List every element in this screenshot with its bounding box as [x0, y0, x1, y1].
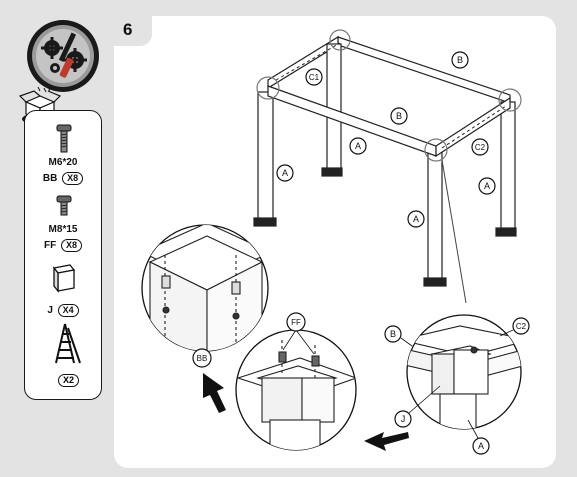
part-bb-label: BB X8: [24, 172, 102, 185]
step-number: 6: [123, 20, 133, 39]
callout-b-detail: B: [390, 329, 396, 339]
part-ff-size: M8*15: [48, 224, 78, 235]
callout-b-front: B: [396, 111, 402, 121]
arrow-up-left-icon: [203, 373, 226, 413]
part-ff-quantity: X8: [60, 239, 82, 252]
detail-bb-circle: BB: [141, 224, 269, 368]
callout-c2: C2: [475, 143, 486, 152]
part-bb-code: BB: [42, 173, 58, 184]
tools-required-icon: [27, 20, 99, 92]
callout-ff: FF: [291, 318, 301, 327]
part-j-code: J: [47, 305, 53, 316]
callout-c2-detail: C2: [516, 322, 527, 331]
part-ff-label: FF X8: [24, 239, 102, 252]
callout-b-top: B: [457, 55, 463, 65]
part-bb-quantity: X8: [62, 172, 84, 185]
part-ff-code: FF: [43, 240, 57, 251]
part-bb-size: M6*20: [48, 157, 78, 168]
callout-bb: BB: [197, 354, 208, 363]
part-j-quantity: X4: [57, 304, 79, 317]
step-tab: [114, 16, 152, 46]
callout-c1: C1: [309, 73, 320, 82]
callout-a-back-right: A: [484, 181, 490, 191]
bolt-bb-icon: [56, 124, 72, 153]
callout-a-detail: A: [478, 441, 484, 451]
detail-j-circle: B C2 J A: [384, 314, 530, 455]
callout-a-back-left: A: [355, 141, 361, 151]
ladder-icon: [55, 323, 81, 364]
parts-list: [24, 110, 102, 400]
detail-ff-circle: FF: [235, 312, 357, 451]
callout-j-detail: J: [401, 414, 406, 424]
part-j-label: J X4: [24, 304, 102, 317]
callout-a-front-left: A: [282, 168, 288, 178]
arrow-left-icon: [364, 432, 409, 451]
callout-a-front-right: A: [413, 214, 419, 224]
bolt-ff-icon: [56, 195, 72, 216]
ladder-quantity: X2: [58, 374, 80, 387]
bracket-j-icon: [52, 264, 76, 293]
